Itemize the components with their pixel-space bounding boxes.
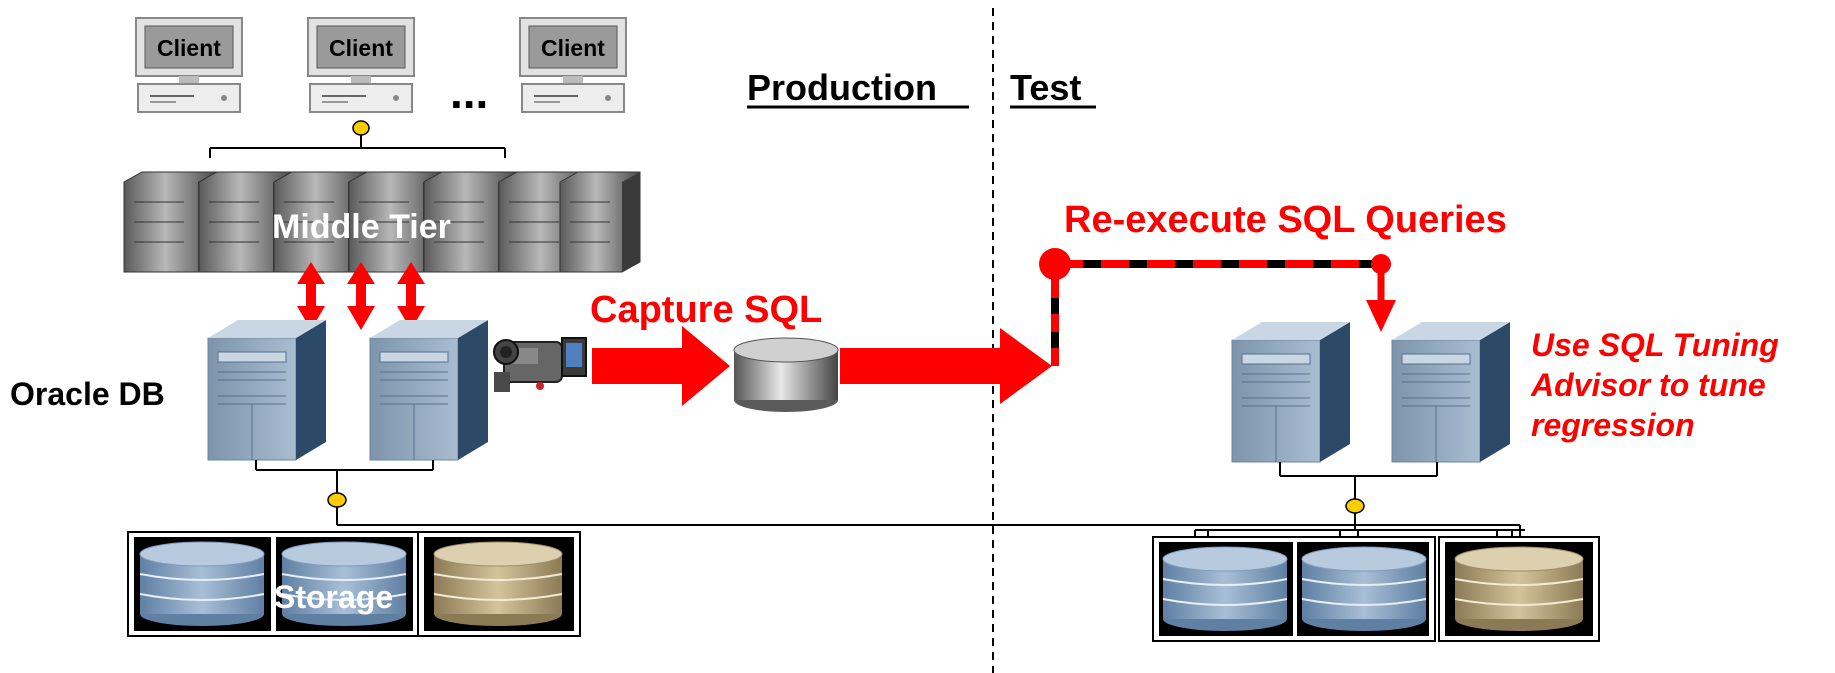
test-db-server-2: [1391, 322, 1510, 463]
storage-disk: [1162, 546, 1288, 631]
capture-sql-disk: [733, 337, 839, 412]
reexecute-start-node: [1039, 248, 1071, 280]
storage-disk: [1301, 546, 1427, 631]
capture-sql-label: Capture SQL: [590, 289, 822, 331]
test-title: Test: [1010, 67, 1081, 108]
reexecute-label: Re-execute SQL Queries: [1064, 199, 1507, 241]
client-label: Client: [541, 35, 605, 61]
test-storage-array: [1152, 536, 1600, 642]
storage-disk: [1454, 546, 1584, 631]
middle-tier-servers: [123, 171, 641, 273]
advisor-line-1: Use SQL Tuning: [1531, 327, 1779, 363]
production-title: Production: [747, 67, 937, 108]
client-label: Client: [329, 35, 393, 61]
prod-db-server-1: [207, 320, 326, 461]
test-db-server-1: [1231, 322, 1350, 463]
video-camera-icon: [493, 337, 587, 392]
client-label: Client: [157, 35, 221, 61]
clients-ellipsis: ...: [450, 66, 488, 118]
capture-arrow-1: [592, 326, 730, 406]
middle-tier-db-arrows: [297, 262, 425, 330]
middle-tier-label: Middle Tier: [272, 208, 451, 246]
storage-disk: [433, 541, 563, 626]
prod-storage-array: [127, 531, 581, 637]
prod-storage-connector-icon: [327, 492, 347, 508]
prod-db-server-2: [369, 320, 488, 461]
advisor-note: Use SQL Tuning Advisor to tune regressio…: [1530, 327, 1779, 443]
storage-label: Storage: [274, 579, 393, 615]
test-storage-connector-icon: [1345, 498, 1365, 514]
client-connector-icon: [352, 120, 370, 136]
storage-disk: [139, 541, 265, 626]
client-computer-2: Client: [307, 17, 415, 113]
storage-disk: [281, 541, 407, 626]
capture-arrow-2: [840, 328, 1052, 404]
oracle-db-label: Oracle DB: [10, 376, 165, 412]
client-computer-1: Client: [135, 17, 243, 113]
reexecute-end-node: [1371, 254, 1391, 274]
client-computer-3: Client: [519, 17, 627, 113]
advisor-line-3: regression: [1531, 407, 1695, 443]
advisor-line-2: Advisor to tune: [1530, 367, 1766, 403]
